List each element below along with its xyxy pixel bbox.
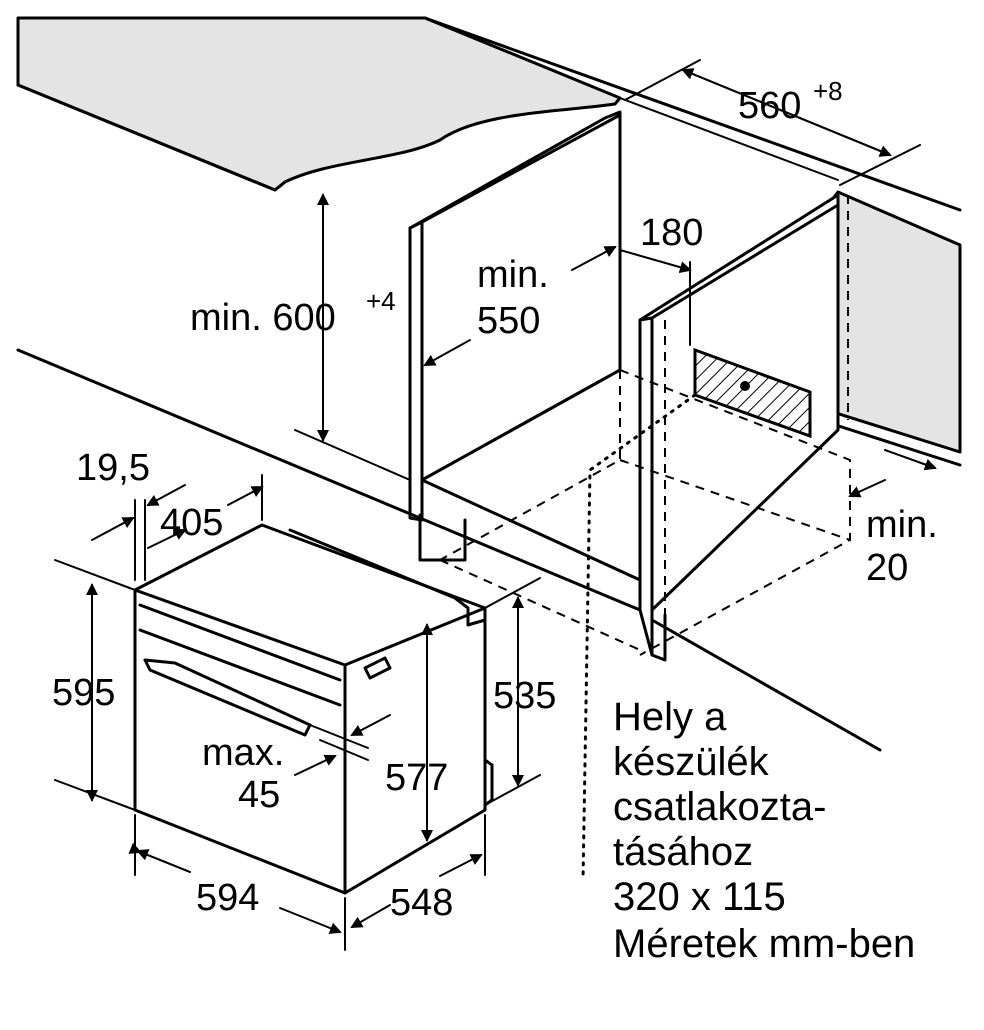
floor-line-left (16, 348, 642, 612)
note-line-2: készülék (613, 740, 770, 784)
cable-path (581, 393, 697, 882)
dim-45-arrow-a (350, 714, 391, 736)
connection-area (693, 347, 812, 439)
dim-20-label-line1: min. (866, 504, 938, 546)
dim-550-arrow-b (571, 246, 617, 271)
note-line-5: 320 x 115 (613, 875, 786, 919)
dim-180-label: 180 (640, 212, 703, 254)
dim-600-label: min. 600 (190, 297, 336, 339)
dim-548-arrow-l (350, 904, 391, 929)
dim-594-arrow-l (136, 849, 191, 873)
dim-560-arrow-l (681, 68, 891, 156)
dim-560-label: 560 (738, 85, 801, 127)
note-line-4: tásához (613, 830, 753, 874)
dim-548-arrow-r (439, 854, 483, 877)
floor-line-right (650, 618, 882, 752)
shelf-front (420, 478, 642, 582)
dim-550-label-line2: 550 (477, 300, 540, 342)
top-edge-line (423, 16, 962, 212)
dim-20-arrow-b (848, 479, 886, 498)
dim-550-arrow-a (423, 339, 471, 366)
dim-595-label: 595 (52, 672, 115, 714)
dim-20-label-line2: 20 (866, 547, 908, 589)
dim-550-label-line1: min. (477, 254, 549, 296)
dim-45-label-line1: max. (202, 732, 284, 774)
oven (133, 523, 494, 895)
units-note: Méretek mm-ben (613, 922, 915, 966)
dim-405-arrow-a (147, 528, 187, 549)
shelf-left (420, 368, 622, 482)
dim-45-arrow-b (294, 754, 337, 776)
dim-45-label-line2: 45 (238, 774, 280, 816)
niche-dashed-outline (439, 320, 851, 660)
dim-195-label: 19,5 (76, 447, 150, 489)
oven-handle (143, 658, 312, 737)
dim-405-label: 405 (160, 502, 223, 544)
worktop (16, 16, 622, 192)
dim-20-arrow-a (884, 449, 937, 471)
niche-back-top (619, 97, 839, 181)
dim-594-label: 594 (196, 877, 259, 919)
note-line-3: csatlakozta- (613, 785, 826, 829)
dim-600-tolerance: +4 (366, 286, 396, 316)
dim-180-arrow (619, 249, 692, 274)
dim-195-arrow-b (146, 484, 186, 506)
connection-note: Hely a készülék csatlakozta- tásához 320… (613, 695, 915, 966)
dim-195-arrow-a (91, 517, 135, 541)
dimension-lines (54, 59, 937, 951)
dimension-labels: 560 +8 min. 600 +4 min. 550 180 min. 20 … (52, 76, 938, 924)
dim-548-label: 548 (390, 882, 453, 924)
dim-535-label: 535 (493, 675, 556, 717)
base-line (294, 429, 411, 481)
dim-594-arrow-r (279, 907, 342, 934)
note-line-1: Hely a (613, 695, 727, 739)
socket-icon (740, 381, 750, 391)
dim-405-arrow-b (227, 486, 264, 506)
dim-560-tolerance: +8 (813, 76, 843, 106)
dim-577-label: 577 (385, 757, 448, 799)
